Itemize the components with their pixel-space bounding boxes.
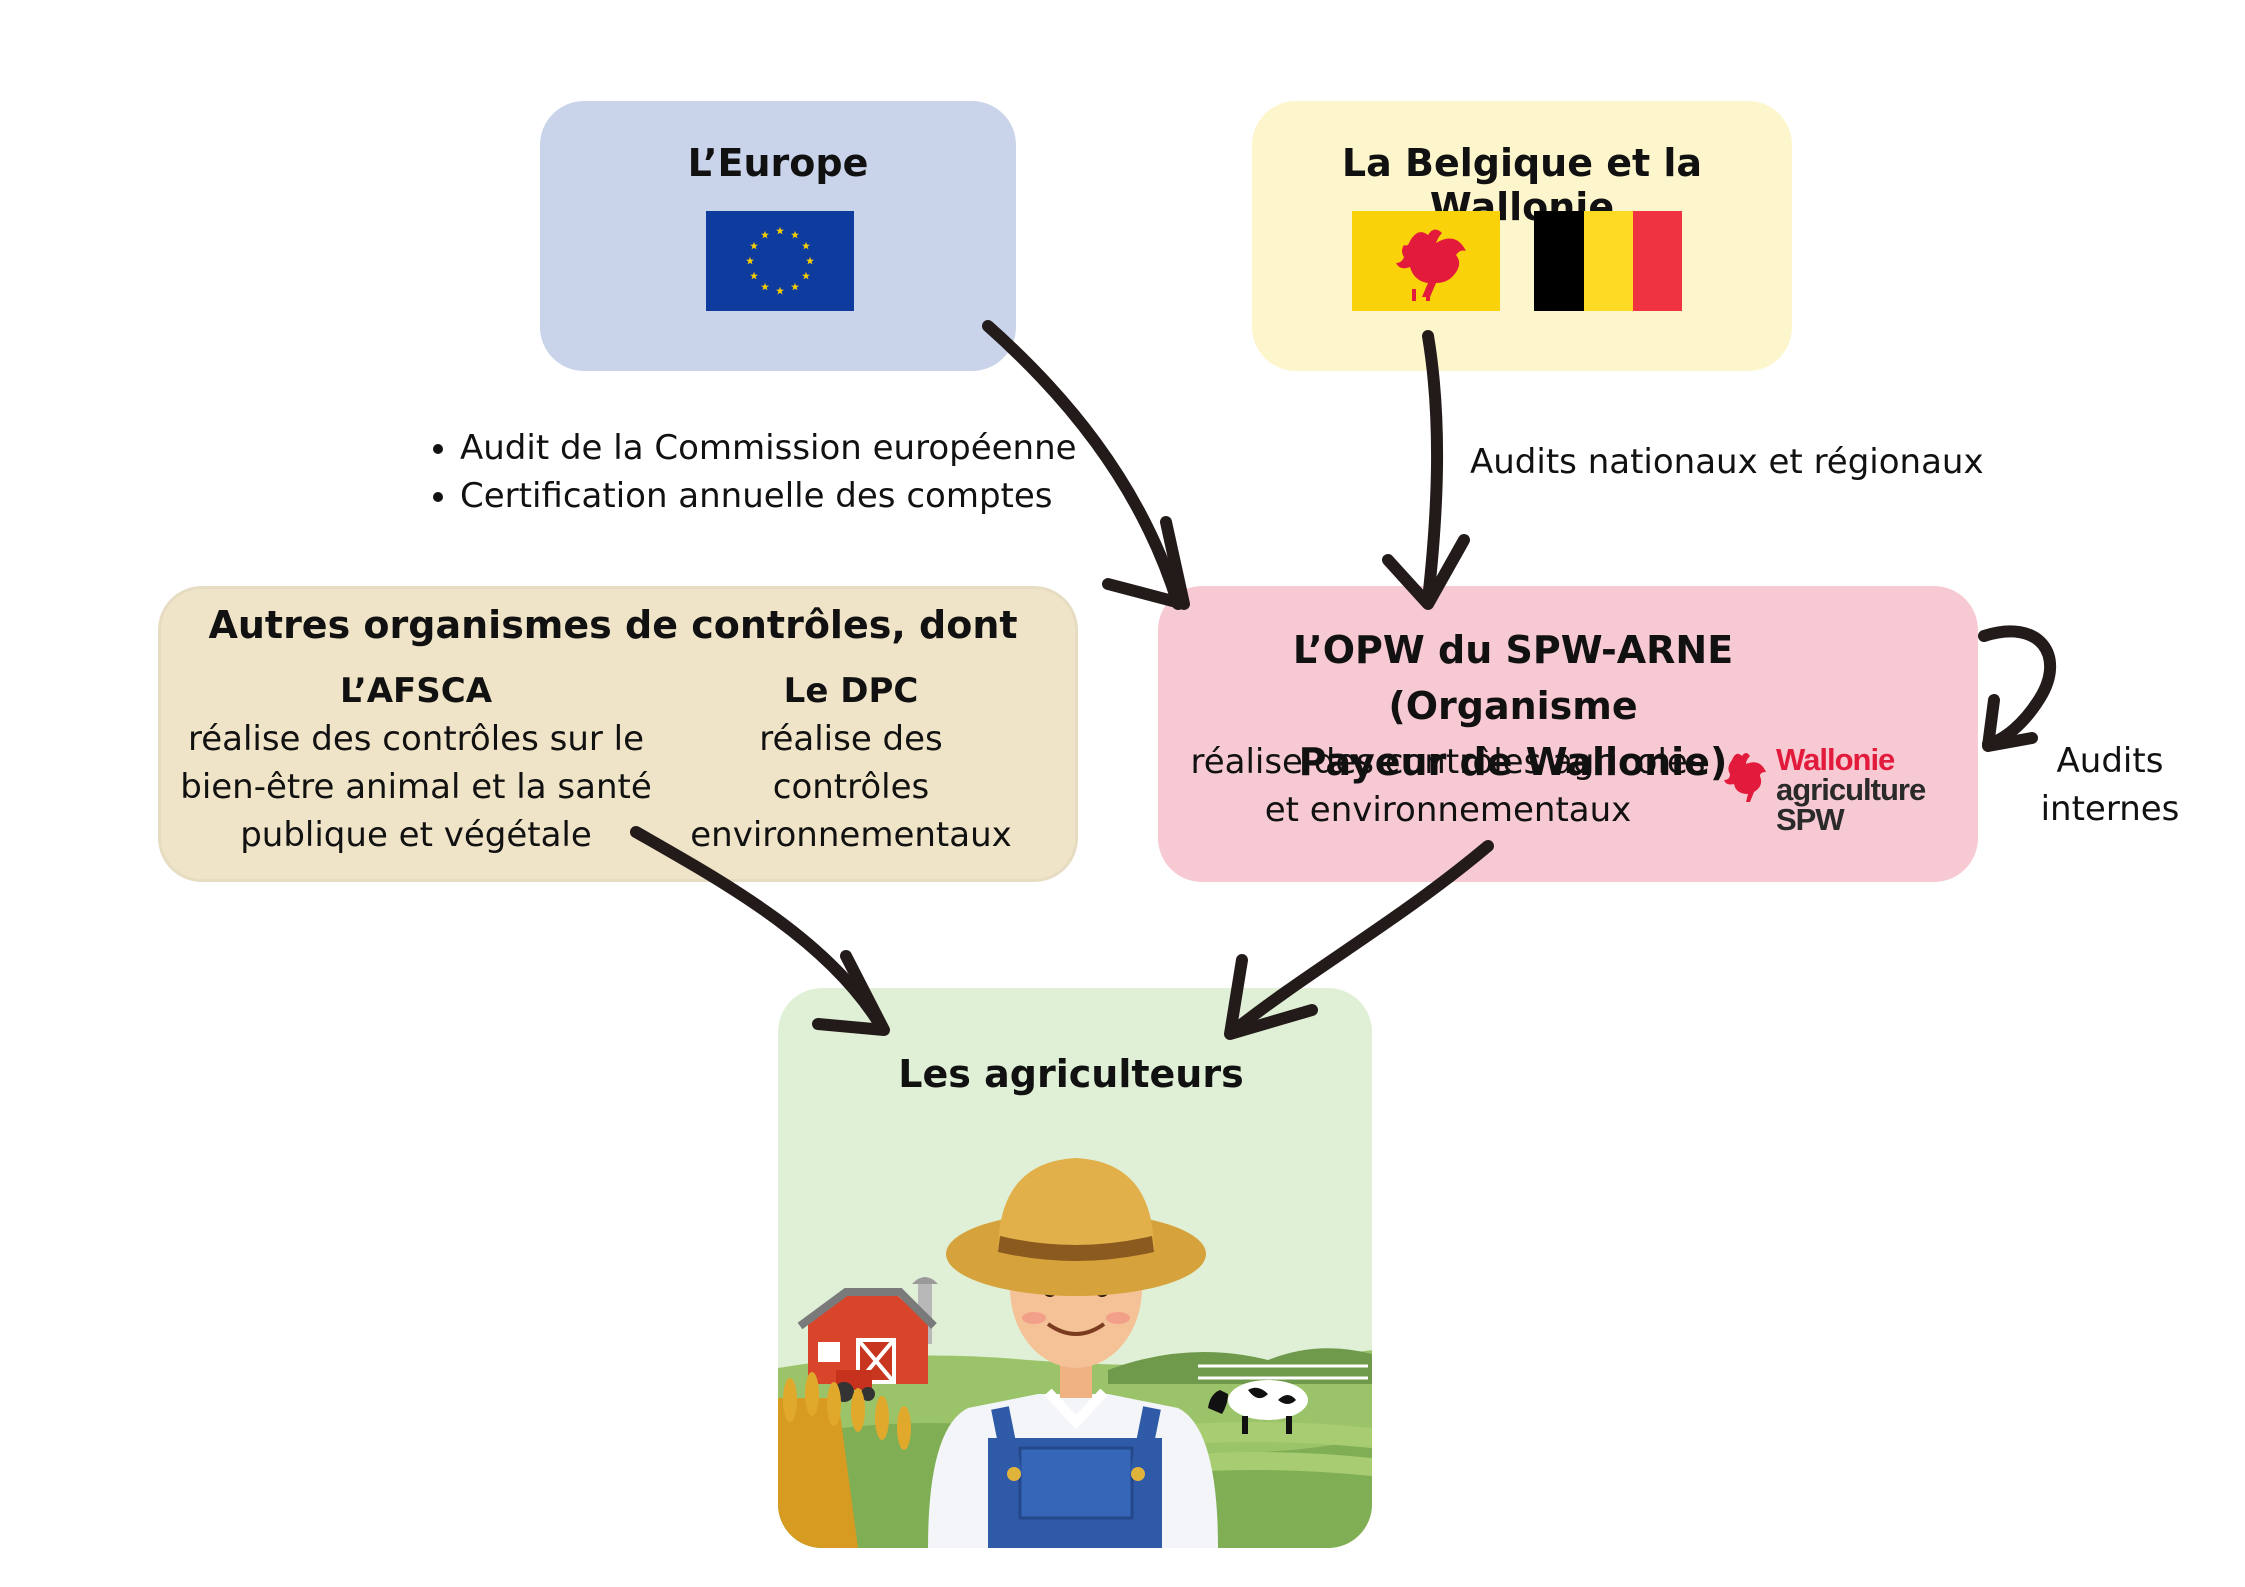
eu-star-icon xyxy=(776,226,784,235)
logo-spw-text: SPW xyxy=(1776,802,1845,837)
internal-audit-label-line2: internes xyxy=(2040,789,2180,829)
eu-star-icon xyxy=(761,230,769,239)
eu-star-icon xyxy=(776,286,784,295)
afsca-line: publique et végétale xyxy=(240,815,592,855)
belgium-flag-icon xyxy=(1534,211,1682,311)
eu-star-icon xyxy=(791,230,799,239)
wallonie-agriculture-spw-logo: Wallonie agriculture SPW xyxy=(1718,744,1958,844)
arrow-opw-to-farmers xyxy=(1224,840,1494,1040)
opw-description: réalise des contrôles agricoles et envir… xyxy=(1188,738,1708,834)
belgium-audit-label: Audits nationaux et régionaux xyxy=(1470,442,1984,482)
eu-star-icon xyxy=(761,282,769,291)
other-bodies-title: Autres organismes de contrôles, dont xyxy=(208,603,1018,647)
europe-box: L’Europe xyxy=(540,101,1016,371)
opw-box: L’OPW du SPW-ARNE (Organisme Payeur de W… xyxy=(1158,586,1978,882)
arrow-belgium-to-opw xyxy=(1382,330,1470,610)
opw-desc-line: et environnementaux xyxy=(1264,790,1632,830)
europe-certification-item: Certification annuelle des comptes xyxy=(460,472,1077,520)
farmer-illustration-icon xyxy=(778,1158,1372,1548)
arrow-europe-to-opw xyxy=(982,320,1190,610)
eu-star-icon xyxy=(750,241,759,250)
opw-title: L’OPW du SPW-ARNE (Organisme Payeur de W… xyxy=(1188,622,1838,790)
arrow-others-to-farmers xyxy=(630,826,890,1036)
dpc-line: environnementaux xyxy=(690,815,1012,855)
eu-star-icon xyxy=(746,256,754,265)
afsca-description: réalise des contrôles sur le bien-être a… xyxy=(171,715,661,859)
eu-star-icon xyxy=(801,271,810,280)
arrow-internal-audit-loop xyxy=(1978,625,2056,752)
dpc-description: réalise des contrôles environnementaux xyxy=(681,715,1021,859)
other-control-bodies-box: Autres organismes de contrôles, dont L’A… xyxy=(158,586,1078,882)
eu-star-icon xyxy=(806,256,814,265)
afsca-title: L’AFSCA xyxy=(339,671,493,711)
logo-agriculture-text: agriculture xyxy=(1776,772,1926,807)
europe-audit-list: Audit de la Commission européenne Certif… xyxy=(430,424,1077,520)
opw-title-line: L’OPW du SPW-ARNE (Organisme xyxy=(1292,628,1734,728)
belgium-wallonia-box: La Belgique et la Wallonie xyxy=(1252,101,1792,371)
wallonia-rooster-logo-icon xyxy=(1724,753,1766,802)
eu-star-icon xyxy=(801,241,810,250)
wallonia-rooster-flag-icon xyxy=(1352,211,1500,311)
opw-title-line: Payeur de Wallonie) xyxy=(1298,740,1728,784)
farmers-title: Les agriculteurs xyxy=(898,1052,1244,1096)
afsca-line: bien-être animal et la santé xyxy=(180,767,652,807)
dpc-line: réalise des contrôles xyxy=(759,719,943,807)
eu-star-icon xyxy=(750,271,759,280)
dpc-title: Le DPC xyxy=(783,671,919,711)
afsca-line: réalise des contrôles sur le xyxy=(187,719,645,759)
internal-audit-label-line1: Audits xyxy=(2056,741,2164,781)
opw-desc-line: réalise des contrôles agricoles xyxy=(1190,742,1706,782)
eu-flag-icon xyxy=(706,211,854,311)
logo-wallonie-text: Wallonie xyxy=(1776,742,1895,777)
farmers-box: Les agriculteurs xyxy=(778,988,1372,1548)
europe-title: L’Europe xyxy=(687,141,869,185)
eu-star-icon xyxy=(791,282,799,291)
europe-audit-item: Audit de la Commission européenne xyxy=(460,424,1077,472)
